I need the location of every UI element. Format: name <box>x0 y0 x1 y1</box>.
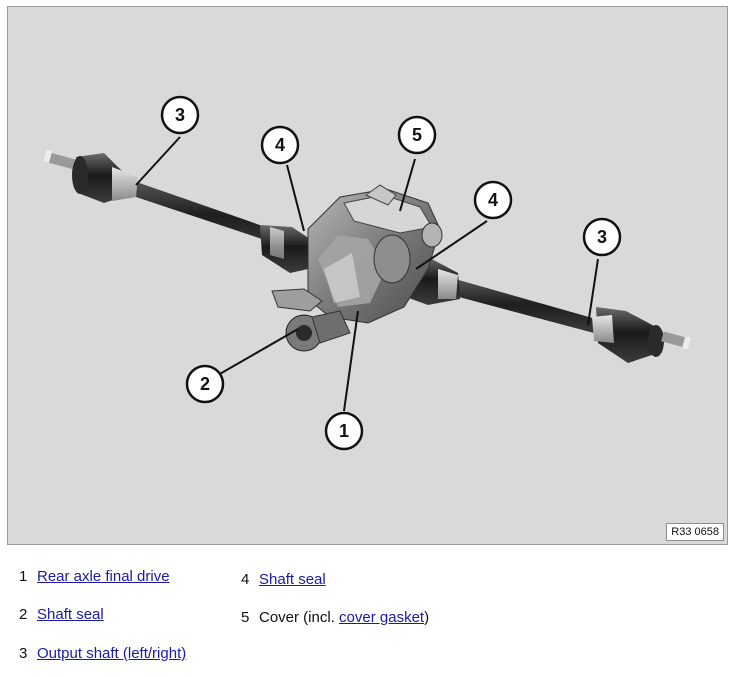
callout-5: 5 <box>397 115 437 155</box>
cover-gasket-link[interactable]: cover gasket <box>339 609 425 626</box>
legend-item-4: 4 Shaft seal <box>241 571 326 589</box>
callout-4-left: 4 <box>260 125 300 165</box>
drivetrain-illustration: 3 4 5 4 3 2 1 <box>43 95 692 451</box>
callout-label: 4 <box>275 135 285 155</box>
legend-number: 1 <box>19 568 28 585</box>
right-output-shaft <box>406 257 692 363</box>
legend-item-3: 3 Output shaft (left/right) <box>19 645 186 663</box>
callout-3-left: 3 <box>160 95 200 135</box>
callout-label: 3 <box>597 227 607 247</box>
legend-number: 4 <box>241 571 250 588</box>
legend-text: ) <box>424 609 430 626</box>
parts-diagram: 3 4 5 4 3 2 1 R33 0658 <box>7 6 728 545</box>
left-output-shaft <box>43 149 310 273</box>
shaft-seal-link[interactable]: Shaft seal <box>37 606 104 623</box>
legend-number: 3 <box>19 645 28 662</box>
legend-number: 5 <box>241 609 250 626</box>
figure-code: R33 0658 <box>666 523 724 541</box>
callout-label: 5 <box>412 125 422 145</box>
callout-3-right: 3 <box>582 217 622 257</box>
legend-text: Cover (incl. <box>259 609 340 626</box>
output-shaft-link[interactable]: Output shaft (left/right) <box>37 645 187 662</box>
legend-item-5: 5 Cover (incl. cover gasket) <box>241 609 429 627</box>
callout-4-right: 4 <box>473 180 513 220</box>
final-drive-housing <box>271 184 443 352</box>
legend-item-1: 1 Rear axle final drive <box>19 568 170 586</box>
callout-label: 3 <box>175 105 185 125</box>
shaft-seal-link-2[interactable]: Shaft seal <box>259 571 326 588</box>
callout-1: 1 <box>324 411 364 451</box>
legend-number: 2 <box>19 606 28 623</box>
callout-label: 2 <box>200 374 210 394</box>
legend-item-2: 2 Shaft seal <box>19 606 104 624</box>
callout-2: 2 <box>185 364 225 404</box>
rear-axle-final-drive-link[interactable]: Rear axle final drive <box>37 568 170 585</box>
callout-label: 1 <box>339 421 349 441</box>
leader-lines <box>135 136 599 412</box>
callout-label: 4 <box>488 190 498 210</box>
